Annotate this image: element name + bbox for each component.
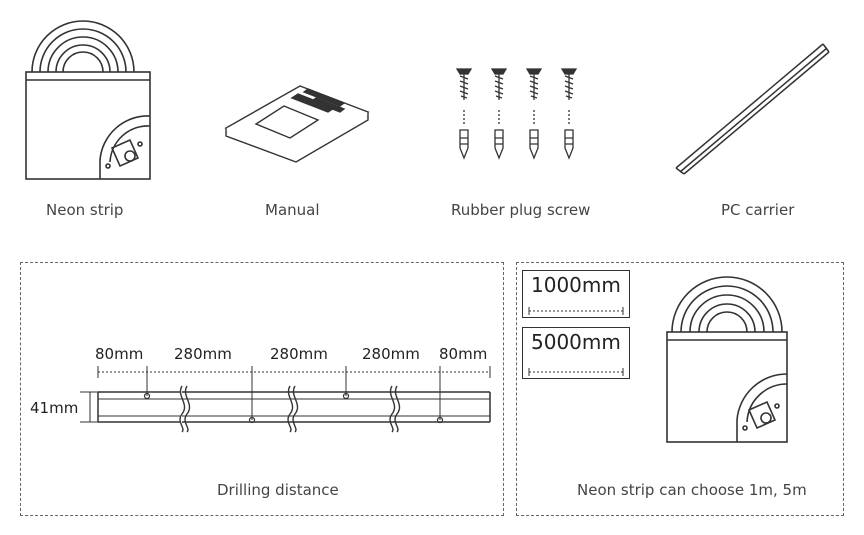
- manual-icon: [224, 85, 370, 163]
- length-scale-line: [528, 368, 624, 376]
- length-options-panel: [516, 262, 844, 516]
- pc-carrier-label: PC carrier: [721, 201, 795, 219]
- neon-strip-icon: [25, 20, 151, 180]
- pc-carrier-icon: [675, 43, 830, 175]
- length-options-caption: Neon strip can choose 1m, 5m: [577, 481, 807, 499]
- length-option-5000: 5000mm: [522, 327, 630, 379]
- length-option-1000-label: 1000mm: [531, 273, 621, 297]
- drill-height-label: 41mm: [30, 399, 79, 417]
- length-option-5000-label: 5000mm: [531, 330, 621, 354]
- drill-segment-5: 80mm: [439, 345, 488, 363]
- length-scale-line: [528, 307, 624, 315]
- manual-label: Manual: [265, 201, 320, 219]
- drilling-distance-caption: Drilling distance: [217, 481, 339, 499]
- drill-segment-1: 80mm: [95, 345, 144, 363]
- drill-segment-3: 280mm: [270, 345, 328, 363]
- neon-strip-label: Neon strip: [46, 201, 124, 219]
- rubber-plug-screw-label: Rubber plug screw: [451, 201, 591, 219]
- length-option-1000: 1000mm: [522, 270, 630, 318]
- drill-segment-2: 280mm: [174, 345, 232, 363]
- screw-icon: [455, 68, 578, 160]
- drilling-distance-panel: [20, 262, 504, 516]
- drill-segment-4: 280mm: [362, 345, 420, 363]
